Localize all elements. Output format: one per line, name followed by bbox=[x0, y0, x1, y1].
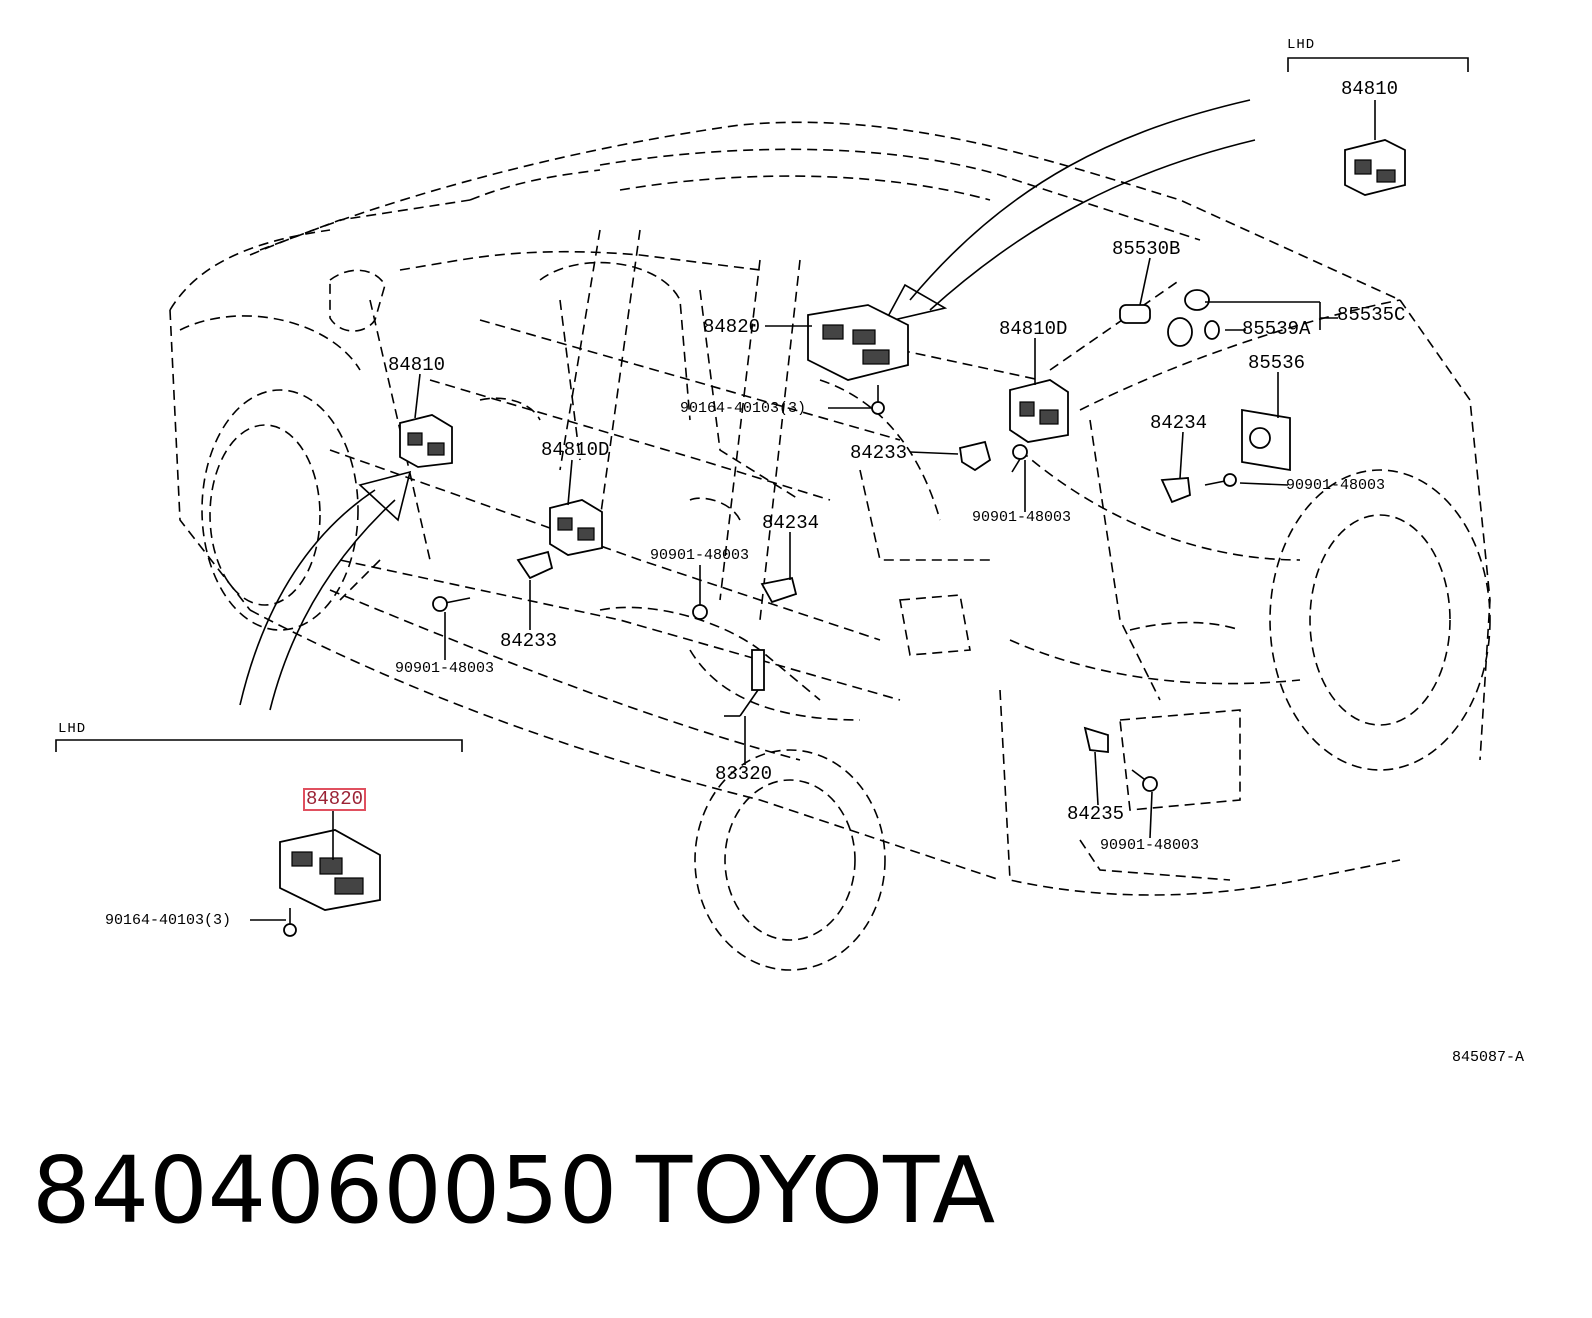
leader-lines bbox=[250, 100, 1376, 921]
callout-84810d-right: 84810D bbox=[999, 318, 1068, 340]
clip-icon bbox=[692, 576, 798, 620]
callout-84233-right: 84233 bbox=[850, 442, 908, 464]
callout-84820-highlighted[interactable]: 84820 bbox=[302, 788, 367, 811]
window-switch-icon bbox=[1344, 139, 1406, 196]
callout-85539a: 85539A bbox=[1242, 318, 1311, 340]
callout-90901-48003-left: 90901-48003 bbox=[395, 660, 495, 677]
lhd-bracket-top-right bbox=[1287, 57, 1469, 72]
arrow-icon bbox=[239, 470, 412, 711]
window-switch-icon bbox=[1009, 379, 1069, 443]
clip-icon bbox=[432, 550, 554, 612]
clip-icon bbox=[1160, 473, 1237, 504]
callout-84233-left: 84233 bbox=[500, 630, 558, 652]
window-switch-icon bbox=[807, 304, 909, 381]
callout-84234-mid: 84234 bbox=[762, 512, 820, 534]
clip-icon bbox=[724, 649, 765, 717]
callout-90901-48003-mid: 90901-48003 bbox=[650, 547, 750, 564]
figure-id: 845087-A bbox=[1452, 1049, 1525, 1066]
window-switch-icon bbox=[549, 499, 603, 556]
brand-name: TOYOTA bbox=[636, 1137, 996, 1244]
callout-84810-left: 84810 bbox=[388, 354, 446, 376]
callout-84810d-mid: 84810D bbox=[541, 439, 610, 461]
window-switch-icon bbox=[399, 414, 453, 468]
callout-85536: 85536 bbox=[1248, 352, 1306, 374]
callout-83320: 83320 bbox=[715, 763, 773, 785]
lhd-label-top-right: LHD bbox=[1287, 37, 1316, 53]
callout-90164-40103-bottom-left: 90164-40103(3) bbox=[105, 912, 232, 929]
lamp-icon bbox=[1241, 408, 1291, 472]
callout-90901-48003-mid-right: 90901-48003 bbox=[972, 509, 1072, 526]
clip-icon bbox=[1083, 726, 1158, 792]
callout-90901-48003-bottom: 90901-48003 bbox=[1100, 837, 1200, 854]
lhd-label-bottom-left: LHD bbox=[58, 721, 87, 737]
callout-90901-48003-right: 90901-48003 bbox=[1286, 477, 1386, 494]
callout-85530b: 85530B bbox=[1112, 238, 1181, 260]
callout-90164-40103-top: 90164-40103(3) bbox=[680, 400, 807, 417]
callout-84820-top: 84820 bbox=[703, 316, 761, 338]
bolt-icon bbox=[871, 385, 885, 415]
callout-84235: 84235 bbox=[1067, 803, 1125, 825]
callout-84810-top-right: 84810 bbox=[1341, 78, 1399, 100]
clip-icon bbox=[958, 440, 1028, 473]
callout-85535c: 85535C bbox=[1337, 304, 1406, 326]
callout-84234-right: 84234 bbox=[1150, 412, 1208, 434]
lamp-icon bbox=[1119, 289, 1220, 347]
part-number: 8404060050 bbox=[32, 1137, 618, 1244]
lhd-bracket-bottom-left bbox=[55, 739, 463, 752]
window-switch-icon bbox=[279, 829, 381, 911]
vehicle-body-outline bbox=[169, 121, 1491, 971]
arrow-icon bbox=[883, 99, 1256, 324]
bolt-icon bbox=[283, 908, 297, 937]
